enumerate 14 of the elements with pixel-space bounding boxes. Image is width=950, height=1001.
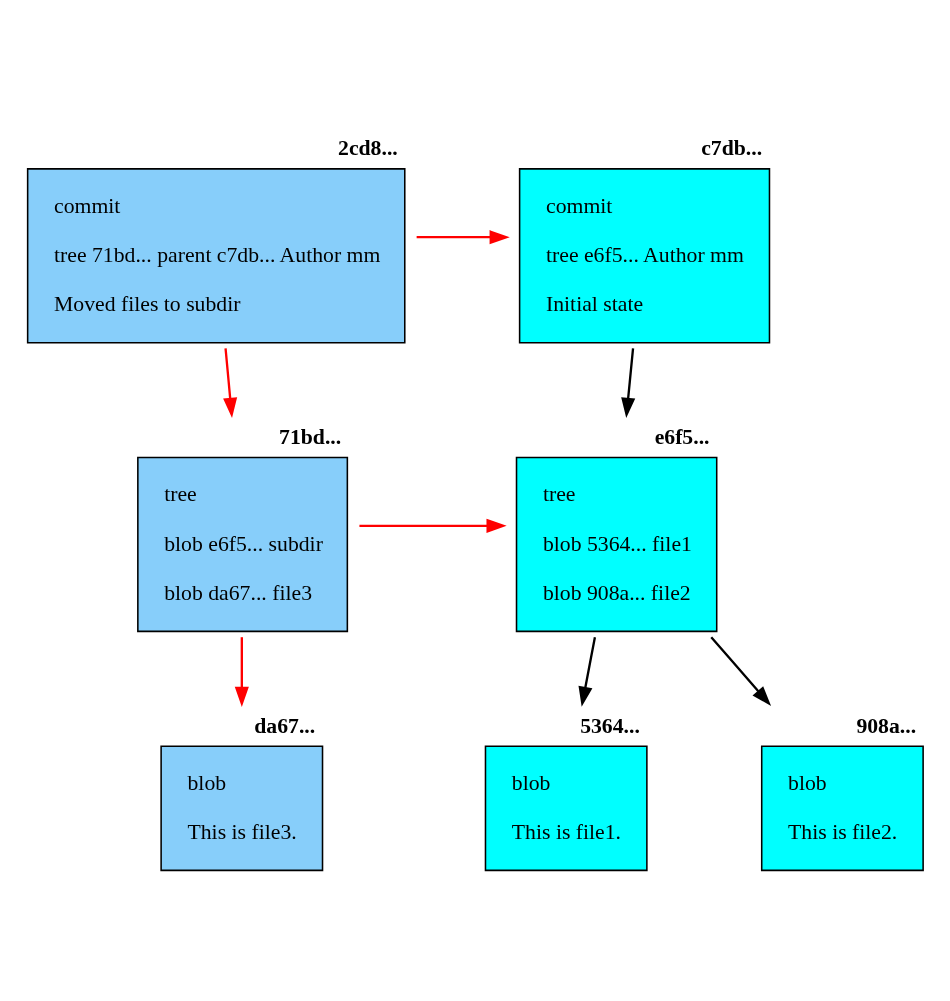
arrow: [621, 347, 636, 418]
node-label: 5364...: [580, 713, 640, 738]
arrow: [359, 518, 507, 533]
node-label: 2cd8...: [338, 135, 398, 160]
arrow: [578, 636, 597, 707]
node-label: 71bd...: [279, 424, 342, 449]
node-label: e6f5...: [654, 424, 710, 449]
node-label: da67...: [254, 713, 316, 738]
arrow: [416, 229, 510, 244]
arrow: [710, 635, 772, 706]
node-label: 908a...: [856, 713, 917, 738]
arrow: [234, 636, 249, 707]
arrow: [223, 347, 238, 418]
node-label: c7db...: [701, 135, 763, 160]
